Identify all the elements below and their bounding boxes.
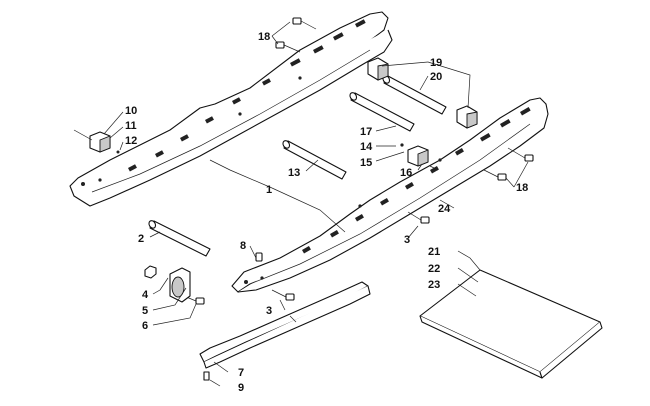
callout-15: 15 [360,157,372,169]
callout-14: 14 [360,141,373,153]
pin-8 [255,252,263,262]
wear-strip-7 [199,281,371,369]
callouts: 1 2 3 3 4 5 6 7 8 9 10 11 12 13 14 15 16… [125,31,528,394]
callout-1: 1 [266,184,272,196]
bolt-6 [183,295,205,305]
callout-18-upper: 18 [258,31,270,43]
callout-21: 21 [428,246,440,258]
block-16 [400,143,439,171]
left-rail-slots [81,19,366,186]
right-rail [231,97,549,293]
track-21 [419,269,603,379]
shaft-2 [148,220,211,257]
bolt-18-upper [275,17,317,53]
callout-2: 2 [138,233,144,245]
bolt-3-right [407,211,430,224]
screw-9 [203,371,210,381]
callout-3-right: 3 [404,234,410,246]
callout-16: 16 [400,167,412,179]
shaft-17 [349,92,415,132]
bolt-3-left [271,289,295,301]
callout-20: 20 [430,71,442,83]
callout-12: 12 [125,135,137,147]
callout-17: 17 [360,126,372,138]
left-rail [69,11,393,207]
callout-10: 10 [125,105,137,117]
callout-5: 5 [142,305,148,317]
bolt-18-lower [483,147,534,181]
bolt-4 [144,265,157,279]
shaft-13 [282,140,347,180]
callout-18-lower: 18 [516,182,528,194]
wheel-5 [169,267,191,303]
callout-23: 23 [428,279,440,291]
right-rail-slots [244,107,531,284]
callout-24: 24 [438,203,451,215]
callout-6: 6 [142,320,148,332]
callout-3-left: 3 [266,305,272,317]
callout-11: 11 [125,120,137,132]
callout-22: 22 [428,263,440,275]
bushing-19-upper [367,57,389,81]
callout-4: 4 [142,289,149,301]
bushing-19-lower [456,105,478,129]
callout-9: 9 [238,382,244,394]
callout-13: 13 [288,167,300,179]
callout-8: 8 [240,240,246,252]
callout-19: 19 [430,57,442,69]
leader-lines [103,21,529,387]
callout-7: 7 [238,367,244,379]
block-11 [73,129,120,154]
